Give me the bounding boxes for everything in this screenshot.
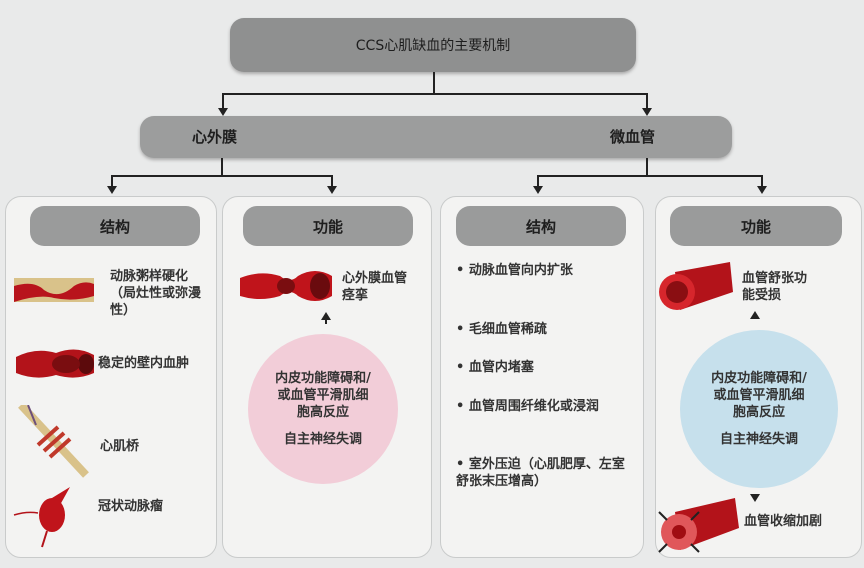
intramural-hematoma-icon xyxy=(16,349,94,378)
epicardial-structure-header: 结构 xyxy=(30,206,200,246)
structure-item: • 血管内堵塞 xyxy=(456,360,534,375)
connector xyxy=(222,93,224,109)
structure-item: • 室外压迫（心肌肥厚、左室舒张末压增高） xyxy=(456,457,625,489)
structure-item: 动脉粥样硬化（局灶性或弥漫性） xyxy=(110,269,202,318)
atherosclerosis-icon xyxy=(14,278,94,302)
arrow-down-icon xyxy=(757,186,767,194)
connector xyxy=(325,318,327,324)
item-text: 室外压迫（心肌肥厚、左室舒张末压增高） xyxy=(456,457,625,489)
item-text: 血管内堵塞 xyxy=(468,360,534,375)
vasospasm-icon xyxy=(240,271,332,301)
arrow-down-icon xyxy=(327,186,337,194)
structure-item: 心肌桥 xyxy=(100,439,140,454)
microvascular-function-header: 功能 xyxy=(670,206,842,246)
enhanced-constriction-label: 血管收缩加剧 xyxy=(744,514,823,529)
impaired-dilation-label: 血管舒张功能受损 xyxy=(742,271,808,303)
myocardial-bridge-icon xyxy=(18,405,89,478)
arrow-down-icon xyxy=(533,186,543,194)
pink-mechanism-circle: 内皮功能障碍和/或血管平滑肌细胞高反应 自主神经失调 xyxy=(248,334,398,484)
connector xyxy=(111,175,113,187)
epicardial-label: 心外膜 xyxy=(192,128,238,146)
connector xyxy=(111,175,333,177)
connector xyxy=(537,175,763,177)
structure-item: 冠状动脉瘤 xyxy=(98,499,164,514)
microvascular-structure-header: 结构 xyxy=(456,206,626,246)
item-text: 动脉血管向内扩张 xyxy=(468,263,573,278)
arrow-down-icon xyxy=(642,108,652,116)
structure-item: • 毛细血管稀疏 xyxy=(456,322,547,337)
connector xyxy=(646,158,648,176)
microvascular-label: 微血管 xyxy=(610,128,656,146)
arrow-down-icon xyxy=(218,108,228,116)
connector xyxy=(433,72,435,94)
structure-item: 稳定的壁内血肿 xyxy=(98,356,190,371)
structure-item: • 血管周围纤维化或浸润 xyxy=(456,399,599,414)
dilated-vessel-icon xyxy=(659,262,733,310)
vasospasm-label: 心外膜血管痉挛 xyxy=(342,271,408,303)
arrow-up-icon xyxy=(321,312,331,320)
level2-bar xyxy=(140,116,732,158)
connector xyxy=(646,93,648,109)
item-text: 毛细血管稀疏 xyxy=(468,322,547,337)
constricted-vessel-icon xyxy=(658,498,739,553)
autonomic-text: 自主神经失调 xyxy=(283,432,362,447)
item-text: 血管周围纤维化或浸润 xyxy=(468,399,599,414)
diagram-title: CCS心肌缺血的主要机制 xyxy=(230,18,636,72)
arrow-down-icon xyxy=(750,494,760,502)
connector xyxy=(761,175,763,187)
connector xyxy=(537,175,539,187)
autonomic-text: 自主神经失调 xyxy=(719,432,798,447)
coronary-aneurysm-icon xyxy=(13,487,70,548)
mechanism-text: 内皮功能障碍和/或血管平滑肌细胞高反应 xyxy=(711,371,807,420)
arrow-down-icon xyxy=(107,186,117,194)
connector xyxy=(222,93,648,95)
blue-mechanism-circle: 内皮功能障碍和/或血管平滑肌细胞高反应 自主神经失调 xyxy=(680,330,838,488)
structure-item: • 动脉血管向内扩张 xyxy=(456,263,573,278)
mechanism-text: 内皮功能障碍和/或血管平滑肌细胞高反应 xyxy=(275,371,371,420)
arrow-up-icon xyxy=(750,311,760,319)
connector xyxy=(221,158,223,176)
microvascular-structure-panel xyxy=(440,196,644,558)
epicardial-function-header: 功能 xyxy=(243,206,413,246)
connector xyxy=(331,175,333,187)
